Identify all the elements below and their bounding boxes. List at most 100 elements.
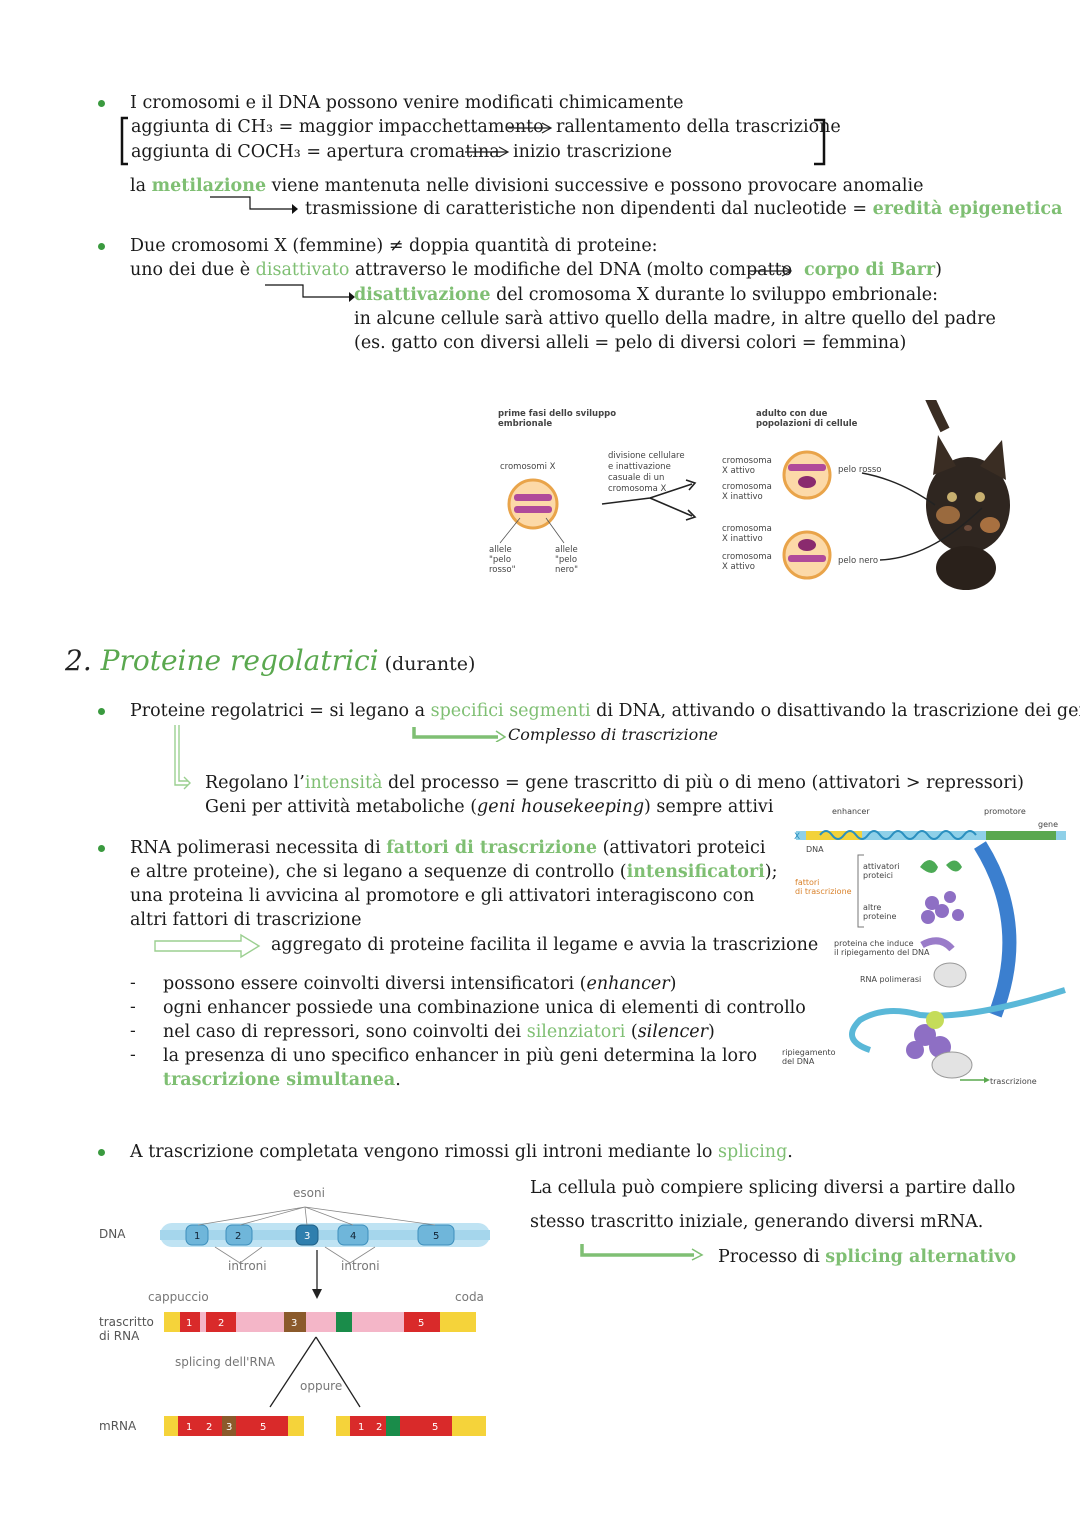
- figure-label: trascritto: [99, 1315, 154, 1329]
- splicing-diagram: 1 2 3 4 5 1 2 3 5 1 2 3 5 1 2 5: [160, 1206, 490, 1436]
- text-line: nel caso di repressori, sono coinvolti d…: [163, 1022, 715, 1042]
- svg-text:5: 5: [432, 1422, 438, 1433]
- text-line: uno dei due è disattivato attraverso le …: [130, 260, 793, 280]
- svg-text:1: 1: [358, 1422, 364, 1433]
- figure-label: esoni: [293, 1186, 325, 1200]
- figure-label: pelo nero: [838, 556, 879, 566]
- cat-illustration: [925, 400, 1010, 590]
- svg-text:4: 4: [350, 1231, 356, 1242]
- svg-text:3: 3: [226, 1422, 232, 1433]
- figure-label: cromosoma: [722, 456, 772, 466]
- text-line: ogni enhancer possiede una combinazione …: [163, 998, 806, 1018]
- figure-label: DNA: [99, 1227, 126, 1241]
- section-heading: 2. Proteine regolatrici (durante): [65, 644, 476, 677]
- svg-text:2: 2: [235, 1231, 241, 1242]
- dash: -: [130, 973, 136, 993]
- figure-label: oppure: [300, 1379, 343, 1393]
- text-line: corpo di Barr): [804, 260, 942, 280]
- figure-label: coda: [455, 1290, 484, 1304]
- dash: -: [130, 1045, 136, 1065]
- figure-label: divisione cellulare: [608, 451, 685, 461]
- bracket-right: [814, 118, 826, 166]
- figure-label: mRNA: [99, 1419, 137, 1433]
- figure-label: proteina che induce: [834, 939, 914, 948]
- figure-label: rosso": [489, 565, 516, 575]
- figure-heading: popolazioni di cellule: [756, 419, 858, 429]
- figure-label: X attivo: [722, 562, 755, 572]
- figure-label: enhancer: [832, 807, 870, 816]
- figure-label: X inattivo: [722, 492, 763, 502]
- figure-label: introni: [228, 1259, 267, 1273]
- text-line: A trascrizione completata vengono rimoss…: [130, 1142, 793, 1162]
- figure-label: pelo rosso: [838, 465, 882, 475]
- figure-label: allele: [489, 545, 512, 555]
- figure-label: "pelo: [489, 555, 512, 565]
- text-line: La cellula può compiere splicing diversi…: [530, 1178, 1016, 1198]
- figure-label: promotore: [984, 807, 1026, 816]
- figure-label: cromosoma: [722, 552, 772, 562]
- elbow-arrow-icon: [210, 196, 298, 214]
- figure-label: e inattivazione: [608, 462, 671, 472]
- figure-label: fattori: [795, 878, 820, 887]
- hollow-arrow-icon: [154, 933, 261, 959]
- bullet: [98, 708, 105, 715]
- text-line: Processo di splicing alternativo: [718, 1247, 1017, 1267]
- figure-label: allele: [555, 545, 578, 555]
- figure-label: di trascrizione: [795, 887, 852, 896]
- arrow-right-icon: [748, 265, 793, 277]
- svg-text:5: 5: [433, 1231, 439, 1242]
- bracket-left: [120, 116, 128, 166]
- svg-text:1: 1: [186, 1318, 192, 1329]
- text-line: Proteine regolatrici = si legano a speci…: [130, 701, 1080, 721]
- svg-text:1: 1: [186, 1422, 192, 1433]
- text-line: Geni per attività metaboliche (geni hous…: [205, 797, 774, 817]
- text-line: altri fattori di trascrizione: [130, 910, 362, 930]
- text-line: e altre proteine), che si legano a seque…: [130, 862, 778, 882]
- text-line: trasmissione di caratteristiche non dipe…: [305, 199, 1063, 219]
- arrow-right-icon: [465, 146, 510, 158]
- figure-label: ripiegamento: [782, 1048, 836, 1057]
- enhancer-diagram: X: [794, 830, 1066, 1083]
- bullet: [98, 845, 105, 852]
- text-line: aggiunta di CH₃ = maggior impacchettamen…: [131, 117, 544, 137]
- bullet: [98, 1149, 105, 1156]
- svg-text:2: 2: [206, 1422, 212, 1433]
- figure-label: gene: [1038, 820, 1058, 829]
- svg-text:1: 1: [194, 1231, 200, 1242]
- figure-label: splicing dell'RNA: [175, 1355, 275, 1369]
- figure-label: DNA: [806, 845, 824, 854]
- down-hollow-arrow-icon: [174, 725, 191, 790]
- figure-label: del DNA: [782, 1057, 815, 1066]
- figure-label: X inattivo: [722, 534, 763, 544]
- figure-label: trascrizione: [990, 1077, 1037, 1086]
- text-line: una proteina li avvicina al promotore e …: [130, 886, 755, 906]
- figure-label: cromosoma: [722, 482, 772, 492]
- text-line: la presenza di uno specifico enhancer in…: [163, 1046, 757, 1066]
- text-line: Complesso di trascrizione: [508, 725, 718, 744]
- figure-label: di RNA: [99, 1329, 140, 1343]
- svg-text:2: 2: [376, 1422, 382, 1433]
- figure-label: proteine: [863, 912, 897, 921]
- svg-text:X: X: [794, 832, 800, 842]
- figure-label: attivatori: [863, 862, 900, 871]
- elbow-arrow-icon: [265, 284, 355, 302]
- svg-text:5: 5: [418, 1318, 424, 1329]
- figure-label: RNA polimerasi: [860, 975, 922, 984]
- text-line: in alcune cellule sarà attivo quello del…: [354, 309, 996, 329]
- bullet: [98, 243, 105, 250]
- svg-text:3: 3: [291, 1318, 297, 1329]
- text-line: la metilazione viene mantenuta nelle div…: [130, 176, 924, 196]
- text-line: aggregato di proteine facilita il legame…: [271, 935, 819, 955]
- figure-label: altre: [863, 903, 882, 912]
- figure-label: cromosomi X: [500, 462, 556, 472]
- text-line: Due cromosomi X (femmine) ≠ doppia quant…: [130, 236, 658, 256]
- figure-heading: adulto con due: [756, 409, 828, 419]
- text-line: RNA polimerasi necessita di fattori di t…: [130, 838, 766, 858]
- dash: -: [130, 1021, 136, 1041]
- text-line: possono essere coinvolti diversi intensi…: [163, 974, 677, 994]
- figure-label: "pelo: [555, 555, 578, 565]
- text-line: aggiunta di COCH₃ = apertura cromatina: [131, 142, 500, 162]
- x-inactivation-diagram: [499, 400, 1010, 590]
- svg-text:5: 5: [260, 1422, 266, 1433]
- double-arrow-icon: [580, 1244, 704, 1261]
